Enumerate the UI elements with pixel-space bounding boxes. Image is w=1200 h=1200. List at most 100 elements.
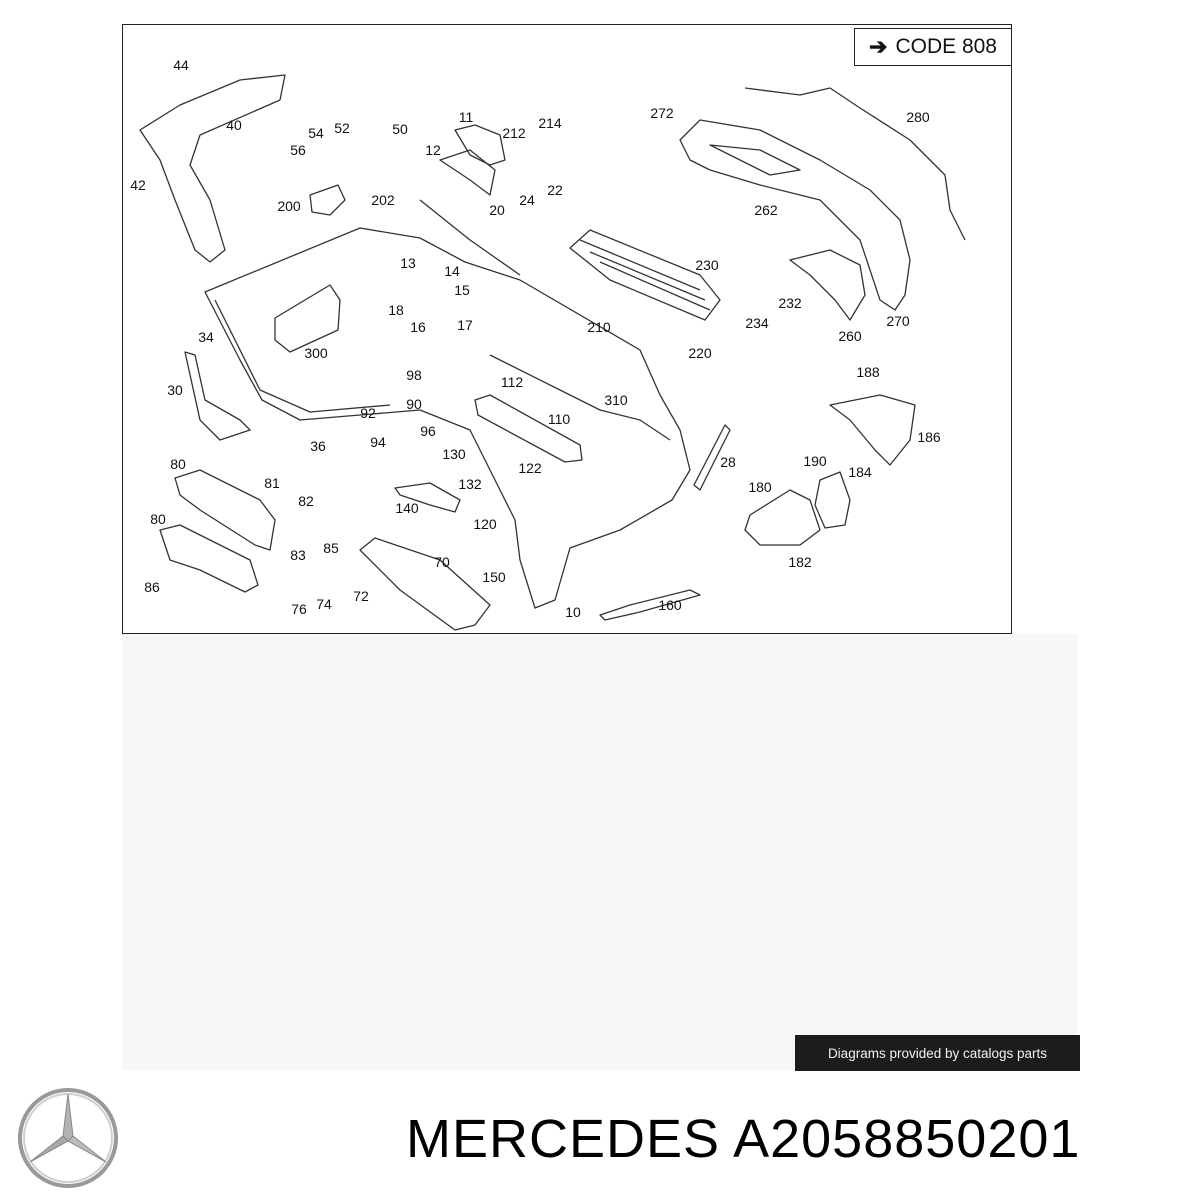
bracket-30-part	[184, 351, 251, 441]
part-callout: 17	[457, 317, 473, 333]
bracket-80-part	[159, 524, 259, 593]
diffuser-part	[709, 144, 801, 176]
strip-28-part	[693, 424, 731, 491]
part-callout: 40	[226, 117, 242, 133]
part-callout: 212	[502, 125, 526, 141]
part-callout: 52	[334, 120, 350, 136]
code-label: CODE 808	[895, 35, 997, 58]
lower-panel-part	[359, 537, 491, 631]
part-callout: 96	[420, 423, 436, 439]
part-callout: 24	[519, 192, 535, 208]
part-callout: 280	[906, 109, 930, 125]
part-callout: 56	[290, 142, 306, 158]
diagram-credit: Diagrams provided by catalogs parts	[795, 1035, 1080, 1071]
bumper-cover-part	[419, 199, 521, 276]
part-callout: 16	[410, 319, 426, 335]
arrow-right-icon: ➔	[869, 34, 888, 59]
part-callout: 220	[688, 345, 712, 361]
product-title: MERCEDES A2058850201	[406, 1108, 1080, 1170]
part-callout: 200	[277, 198, 301, 214]
bumper-cover-part	[214, 299, 391, 413]
part-callout: 140	[395, 500, 419, 516]
bracket-260-part	[789, 249, 866, 321]
bracket-186-part	[829, 394, 916, 466]
part-callout: 74	[316, 596, 332, 612]
part-callout: 230	[695, 257, 719, 273]
bumper-cover-part	[489, 354, 671, 441]
part-callout: 184	[848, 464, 872, 480]
plate-12-part	[439, 149, 496, 196]
part-callout: 15	[454, 282, 470, 298]
cover-200-part	[309, 184, 346, 216]
part-callout: 22	[547, 182, 563, 198]
part-callout: 202	[371, 192, 395, 208]
part-callout: 180	[748, 479, 772, 495]
part-callout: 188	[856, 364, 880, 380]
part-callout: 30	[167, 382, 183, 398]
beam-110-part	[474, 394, 583, 463]
plate-11-part	[454, 124, 506, 166]
grille-part	[569, 229, 721, 321]
part-callout: 20	[489, 202, 505, 218]
part-callout: 86	[144, 579, 160, 595]
part-callout: 13	[400, 255, 416, 271]
part-callout: 28	[720, 454, 736, 470]
part-callout: 92	[360, 405, 376, 421]
part-number: A2058850201	[733, 1109, 1081, 1169]
part-callout: 54	[308, 125, 324, 141]
part-callout: 262	[754, 202, 778, 218]
part-callout: 210	[587, 319, 611, 335]
part-callout: 85	[323, 540, 339, 556]
part-callout: 42	[130, 177, 146, 193]
part-callout: 14	[444, 263, 460, 279]
brand-name: MERCEDES	[406, 1109, 721, 1169]
part-callout: 94	[370, 434, 386, 450]
upper-trim-part	[744, 87, 966, 241]
part-callout: 11	[459, 109, 474, 125]
bracket-80-part	[174, 469, 276, 551]
part-callout: 110	[548, 411, 571, 427]
part-callout: 310	[604, 392, 628, 408]
diffuser-part	[679, 119, 911, 311]
part-callout: 234	[745, 315, 769, 331]
part-callout: 10	[565, 604, 581, 620]
part-callout: 82	[298, 493, 314, 509]
part-callout: 12	[425, 142, 441, 158]
part-callout: 90	[406, 396, 422, 412]
part-callout: 122	[518, 460, 542, 476]
part-callout: 160	[658, 597, 682, 613]
exhaust-frame-part	[814, 471, 851, 529]
part-callout: 214	[538, 115, 562, 131]
side-bracket-part	[139, 74, 286, 263]
lower-background-area	[122, 634, 1078, 1070]
part-callout: 112	[501, 374, 524, 390]
part-callout: 190	[803, 453, 827, 469]
mercedes-star-icon	[18, 1088, 118, 1188]
part-callout: 232	[778, 295, 802, 311]
bracket-140-part	[394, 482, 461, 513]
part-callout: 81	[264, 475, 280, 491]
part-callout: 132	[458, 476, 482, 492]
bumper-cover-part	[204, 227, 691, 609]
part-callout: 98	[406, 367, 422, 383]
part-callout: 50	[392, 121, 408, 137]
part-callout: 72	[353, 588, 369, 604]
exhaust-tip-part	[744, 489, 821, 546]
trim-strip-part	[599, 589, 701, 621]
parts-diagram-frame	[122, 24, 1012, 634]
part-callout: 36	[310, 438, 326, 454]
part-callout: 80	[150, 511, 166, 527]
part-callout: 186	[917, 429, 941, 445]
part-callout: 260	[838, 328, 862, 344]
part-callout: 130	[442, 446, 466, 462]
part-callout: 83	[290, 547, 306, 563]
part-callout: 300	[304, 345, 328, 361]
reflector-part	[274, 284, 341, 353]
part-callout: 150	[482, 569, 506, 585]
part-callout: 34	[198, 329, 214, 345]
part-callout: 182	[788, 554, 812, 570]
part-callout: 44	[173, 57, 189, 73]
part-callout: 76	[291, 601, 307, 617]
part-callout: 18	[388, 302, 404, 318]
